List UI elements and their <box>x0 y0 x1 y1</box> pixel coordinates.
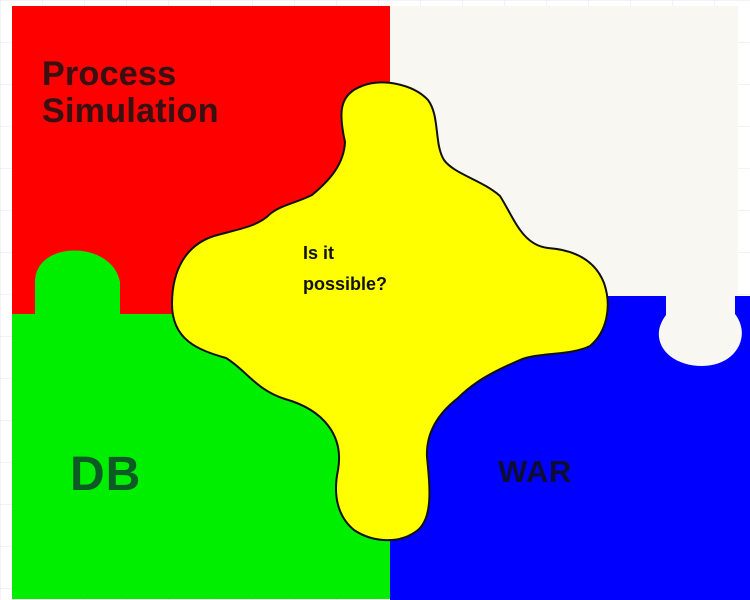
green-knob <box>35 250 120 314</box>
center-question-label: Is it possible? <box>303 238 387 299</box>
process-simulation-label: Process Simulation <box>42 56 219 129</box>
white-knob <box>658 296 742 366</box>
center-question-line1: Is it <box>303 243 335 263</box>
db-label: DB <box>70 448 142 501</box>
war-label: WAR <box>498 454 572 489</box>
center-yellow-piece <box>170 81 609 542</box>
process-simulation-line1: Process <box>42 55 177 93</box>
center-question-line2: possible? <box>303 273 388 294</box>
process-simulation-line2: Simulation <box>42 91 219 130</box>
